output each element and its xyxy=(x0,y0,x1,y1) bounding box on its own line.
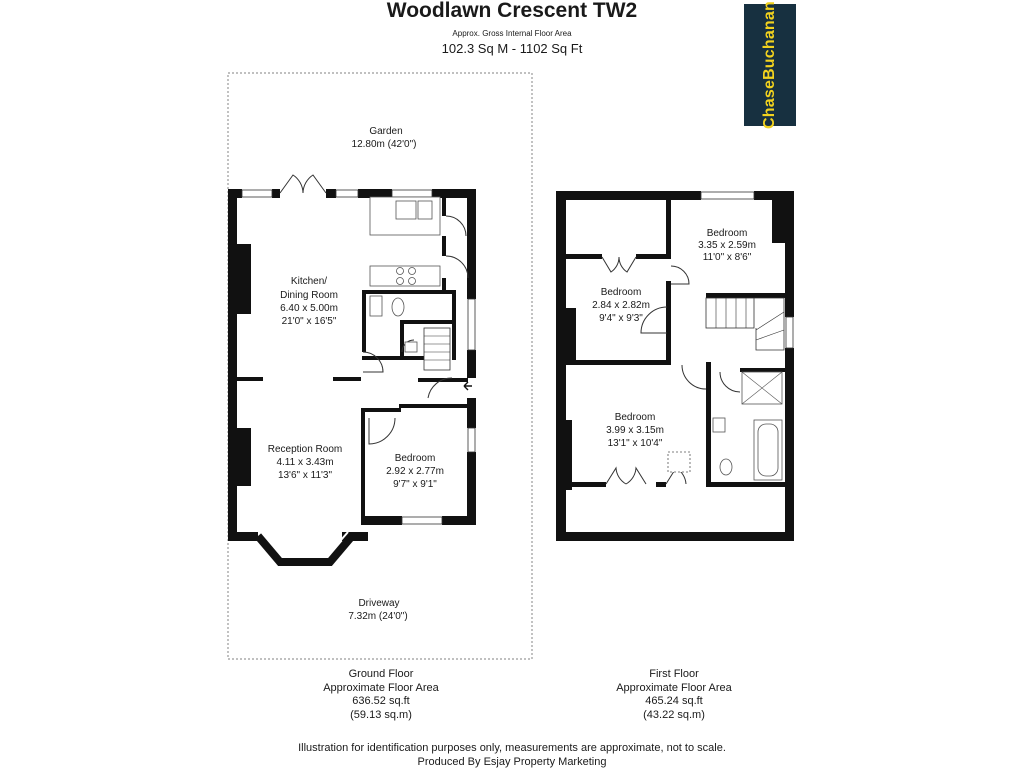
floor-area-subtitle: Approx. Gross Internal Floor Area xyxy=(452,29,572,38)
plan-title: Woodlawn Crescent TW2 xyxy=(386,0,638,22)
driveway-label: Driveway xyxy=(358,598,399,609)
first-floor-windows xyxy=(700,191,794,349)
ground-floor-area-sqft: 636.52 sq.ft xyxy=(352,695,410,707)
gf-bedroom-dims-m: 2.92 x 2.77m xyxy=(386,466,444,477)
reception-dims-ft: 13'6" x 11'3" xyxy=(278,470,333,481)
ff-bedroom-b-dims-ft: 9'4" x 9'3" xyxy=(599,313,643,324)
total-floor-area: 102.3 Sq M - 1102 Sq Ft xyxy=(441,41,583,56)
reception-label: Reception Room xyxy=(268,444,342,455)
driveway-dims: 7.32m (24'0") xyxy=(348,611,407,622)
ground-floor-doors xyxy=(279,174,469,445)
first-floor-caption: First Floor Approximate Floor Area 465.2… xyxy=(554,668,794,722)
garden-label: Garden xyxy=(369,126,402,137)
ground-floor-caption-title: Ground Floor xyxy=(348,668,414,680)
ground-floor-room-labels: Garden 12.80m (42'0") Kitchen/ Dining Ro… xyxy=(268,126,444,622)
ground-floor-walls xyxy=(228,189,476,541)
bay-window xyxy=(254,531,356,566)
kitchen-fixtures xyxy=(369,196,441,287)
ground-floor-area-sqm: (59.13 sq.m) xyxy=(350,708,412,721)
kitchen-dims-ft: 21'0" x 16'5" xyxy=(282,316,337,327)
ff-bedroom-c-dims-ft: 13'1" x 10'4" xyxy=(608,438,663,449)
ground-floor-caption: Ground Floor Approximate Floor Area 636.… xyxy=(261,668,501,722)
kitchen-label-line1: Kitchen/ xyxy=(291,276,327,287)
wc-fixtures xyxy=(369,295,418,353)
gf-bedroom-dims-ft: 9'7" x 9'1" xyxy=(393,479,437,490)
footer: Illustration for identification purposes… xyxy=(212,741,812,769)
kitchen-dims-m: 6.40 x 5.00m xyxy=(280,303,338,314)
first-floor-area-sqft: 465.24 sq.ft xyxy=(645,695,703,707)
first-floor-stairs xyxy=(705,297,785,351)
ff-bedroom-b-label: Bedroom xyxy=(601,287,642,298)
ff-bedroom-a-dims-m: 3.35 x 2.59m xyxy=(698,240,756,251)
first-floor-walls xyxy=(556,191,794,541)
ff-bedroom-c-dims-m: 3.99 x 3.15m xyxy=(606,425,664,436)
first-floor-area-sqm: (43.22 sq.m) xyxy=(643,708,705,721)
ground-floor-stairs xyxy=(423,327,472,391)
ff-bedroom-c-label: Bedroom xyxy=(615,412,656,423)
reception-dims-m: 4.11 x 3.43m xyxy=(276,457,333,468)
garden-dims: 12.80m (42'0") xyxy=(352,139,417,150)
gf-bedroom-label: Bedroom xyxy=(395,453,436,464)
agency-logo: ChaseBuchanan xyxy=(744,1,796,129)
plot-boundary xyxy=(227,72,533,660)
first-floor-caption-subtitle: Approximate Floor Area xyxy=(616,681,732,694)
ff-bedroom-a-dims-ft: 11'0" x 8'6" xyxy=(703,252,752,263)
disclaimer: Illustration for identification purposes… xyxy=(298,742,726,754)
first-floor-caption-title: First Floor xyxy=(649,668,699,680)
bathroom-fixtures xyxy=(667,371,783,481)
first-floor-room-labels: Bedroom 3.35 x 2.59m 11'0" x 8'6" Bedroo… xyxy=(592,228,756,449)
kitchen-label-line2: Dining Room xyxy=(280,290,338,301)
producer-credit: Produced By Esjay Property Marketing xyxy=(417,756,607,768)
ff-bedroom-b-dims-m: 2.84 x 2.82m xyxy=(592,300,650,311)
ground-floor-caption-subtitle: Approximate Floor Area xyxy=(323,681,439,694)
ff-bedroom-a-label: Bedroom xyxy=(707,228,748,239)
